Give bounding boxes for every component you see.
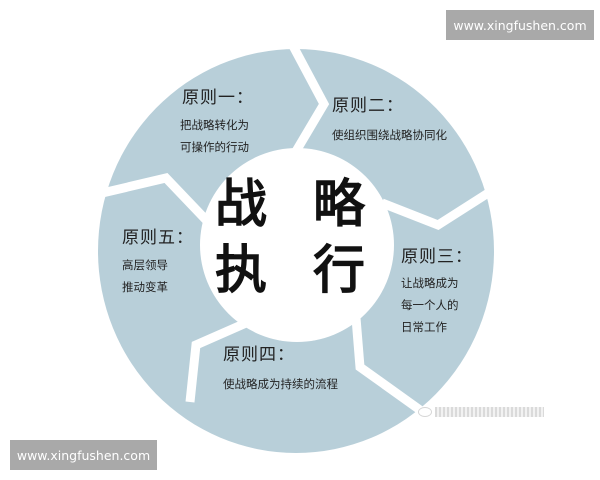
principle-3-line-1: 让战略成为 [401, 276, 459, 290]
illegible-logo-text [435, 407, 544, 417]
principle-3-line-3: 日常工作 [401, 320, 447, 334]
principle-1: 原则一： 把战略转化为 可操作的行动 [180, 88, 254, 158]
gap-2-3 [380, 184, 499, 231]
principle-1-title: 原则一： [182, 88, 254, 108]
gap-5-1 [96, 173, 212, 226]
center-title-line-2: 执 行 [214, 241, 380, 301]
principle-1-line-2: 可操作的行动 [180, 140, 249, 154]
principle-1-line-1: 把战略转化为 [180, 118, 249, 132]
principle-5-line-2: 推动变革 [122, 280, 168, 294]
center-title-line-1: 战 略 [214, 175, 380, 235]
principle-4-line-1: 使战略成为持续的流程 [223, 377, 338, 391]
gap-1-2 [288, 41, 330, 161]
principle-3: 原则三： 让战略成为 每一个人的 日常工作 [401, 247, 473, 338]
principle-5: 原则五： 高层领导 推动变革 [122, 228, 194, 298]
principle-4: 原则四： 使战略成为持续的流程 [223, 345, 338, 395]
principle-2-title: 原则二： [332, 96, 404, 116]
watermark-bottom-left: www.xingfushen.com [10, 440, 157, 470]
principle-2-line-1: 使组织围绕战略协同化 [332, 128, 447, 142]
center-circle [200, 148, 394, 342]
principle-3-line-2: 每一个人的 [401, 298, 459, 312]
gap-4-5 [185, 318, 248, 403]
watermark-top-right: www.xingfushen.com [446, 10, 594, 40]
faded-source-logo [418, 404, 544, 420]
gap-3-4 [351, 317, 423, 414]
principle-5-line-1: 高层领导 [122, 258, 168, 272]
principle-2: 原则二： 使组织围绕战略协同化 [332, 96, 447, 146]
center-title: 战 略 执 行 [212, 172, 382, 304]
principle-5-title: 原则五： [122, 228, 194, 248]
wechat-icon [418, 407, 432, 417]
principle-3-title: 原则三： [401, 247, 473, 267]
principle-4-title: 原则四： [223, 345, 295, 365]
